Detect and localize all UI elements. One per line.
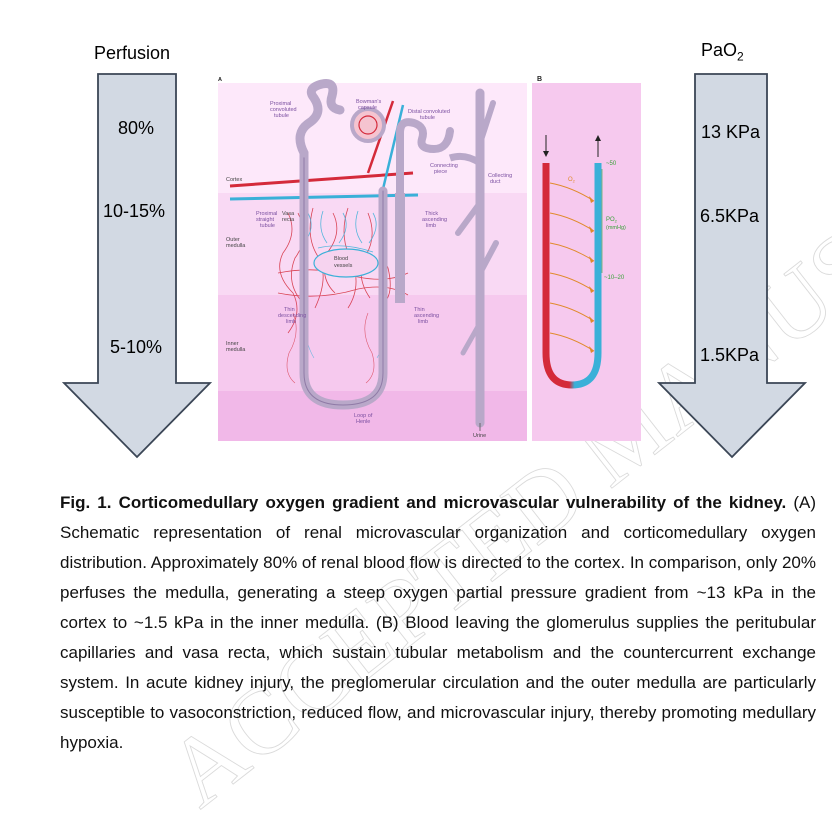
label-urine: Urine — [473, 433, 486, 439]
label-distal-convoluted-2: tubule — [420, 115, 435, 121]
caption-body: (A) Schematic representation of renal mi… — [60, 493, 816, 752]
label-proximal-straight-1: Proximal — [256, 211, 277, 217]
o2-label: O2 — [568, 177, 576, 184]
label-blood-vessels-2: vessels — [334, 263, 353, 269]
panel-b-countercurrent-diagram: B O2 ~50 PO2 (mmHg) ~10–20 — [532, 73, 641, 441]
label-connecting-piece-2: piece — [434, 169, 447, 175]
label-connecting-piece-1: Connecting — [430, 163, 458, 169]
figure-caption: Fig. 1. Corticomedullary oxygen gradient… — [60, 488, 816, 758]
label-loop-of-henle-1: Loop of — [354, 413, 373, 419]
pao2-level-inner-medulla: 1.5KPa — [700, 345, 760, 365]
po2-high-value: ~50 — [606, 161, 617, 167]
label-cortex: Cortex — [226, 177, 242, 183]
panel-a-letter: A — [218, 77, 222, 83]
label-vasa-recta-2: recta — [282, 217, 295, 223]
label-outer-medulla-1: Outer — [226, 237, 240, 243]
label-thin-ascending-2: ascending — [414, 313, 439, 319]
pao2-arrow — [657, 73, 807, 459]
label-thick-ascending-1: Thick — [425, 211, 438, 217]
label-inner-medulla-2: medulla — [226, 347, 246, 353]
label-proximal-straight-2: straight — [256, 217, 275, 223]
label-thin-ascending-1: Thin — [414, 307, 425, 313]
perfusion-level-outer-medulla: 10-15% — [103, 201, 166, 221]
perfusion-header: Perfusion — [94, 43, 171, 63]
label-thin-ascending-3: limb — [418, 319, 428, 325]
perfusion-level-inner-medulla: 5-10% — [110, 337, 163, 357]
panel-b-letter: B — [537, 76, 542, 83]
po2-low-value: ~10–20 — [604, 275, 625, 281]
label-proximal-straight-3: tubule — [260, 223, 275, 229]
label-distal-convoluted-1: Distal convoluted — [408, 109, 450, 115]
perfusion-level-cortex: 80% — [118, 118, 155, 138]
label-proximal-convoluted-3: tubule — [274, 113, 289, 119]
pao2-level-cortex: 13 KPa — [701, 122, 761, 142]
caption-title: Fig. 1. Corticomedullary oxygen gradient… — [60, 493, 787, 512]
label-proximal-convoluted-1: Proximal — [270, 101, 291, 107]
po2-unit: (mmHg) — [606, 225, 626, 231]
label-thin-descending-3: limb — [286, 319, 296, 325]
label-vasa-recta-1: Vasa — [282, 211, 295, 217]
pao2-header-sub: 2 — [737, 49, 744, 64]
perfusion-arrow — [62, 73, 212, 459]
pao2-header: PaO2 — [701, 40, 744, 67]
label-thin-descending-1: Thin — [284, 307, 295, 313]
label-thin-descending-2: descending — [278, 313, 306, 319]
label-blood-vessels-1: Blood — [334, 256, 348, 262]
label-proximal-convoluted-2: convoluted — [270, 107, 297, 113]
label-thick-ascending-3: limb — [426, 223, 436, 229]
label-collecting-duct-2: duct — [490, 179, 501, 185]
label-bowmans-capsule-2: capsule — [358, 105, 377, 111]
pao2-level-outer-medulla: 6.5KPa — [700, 206, 760, 226]
label-outer-medulla-2: medulla — [226, 243, 246, 249]
label-thick-ascending-2: ascending — [422, 217, 447, 223]
label-bowmans-capsule-1: Bowman's — [356, 99, 381, 105]
label-loop-of-henle-2: Henle — [356, 419, 370, 425]
label-collecting-duct-1: Collecting — [488, 173, 512, 179]
po2-label: PO2 — [606, 217, 618, 224]
pao2-header-base: PaO — [701, 40, 738, 60]
label-inner-medulla-1: Inner — [226, 341, 239, 347]
panel-a-nephron-diagram: A Blood vessels — [218, 73, 527, 441]
